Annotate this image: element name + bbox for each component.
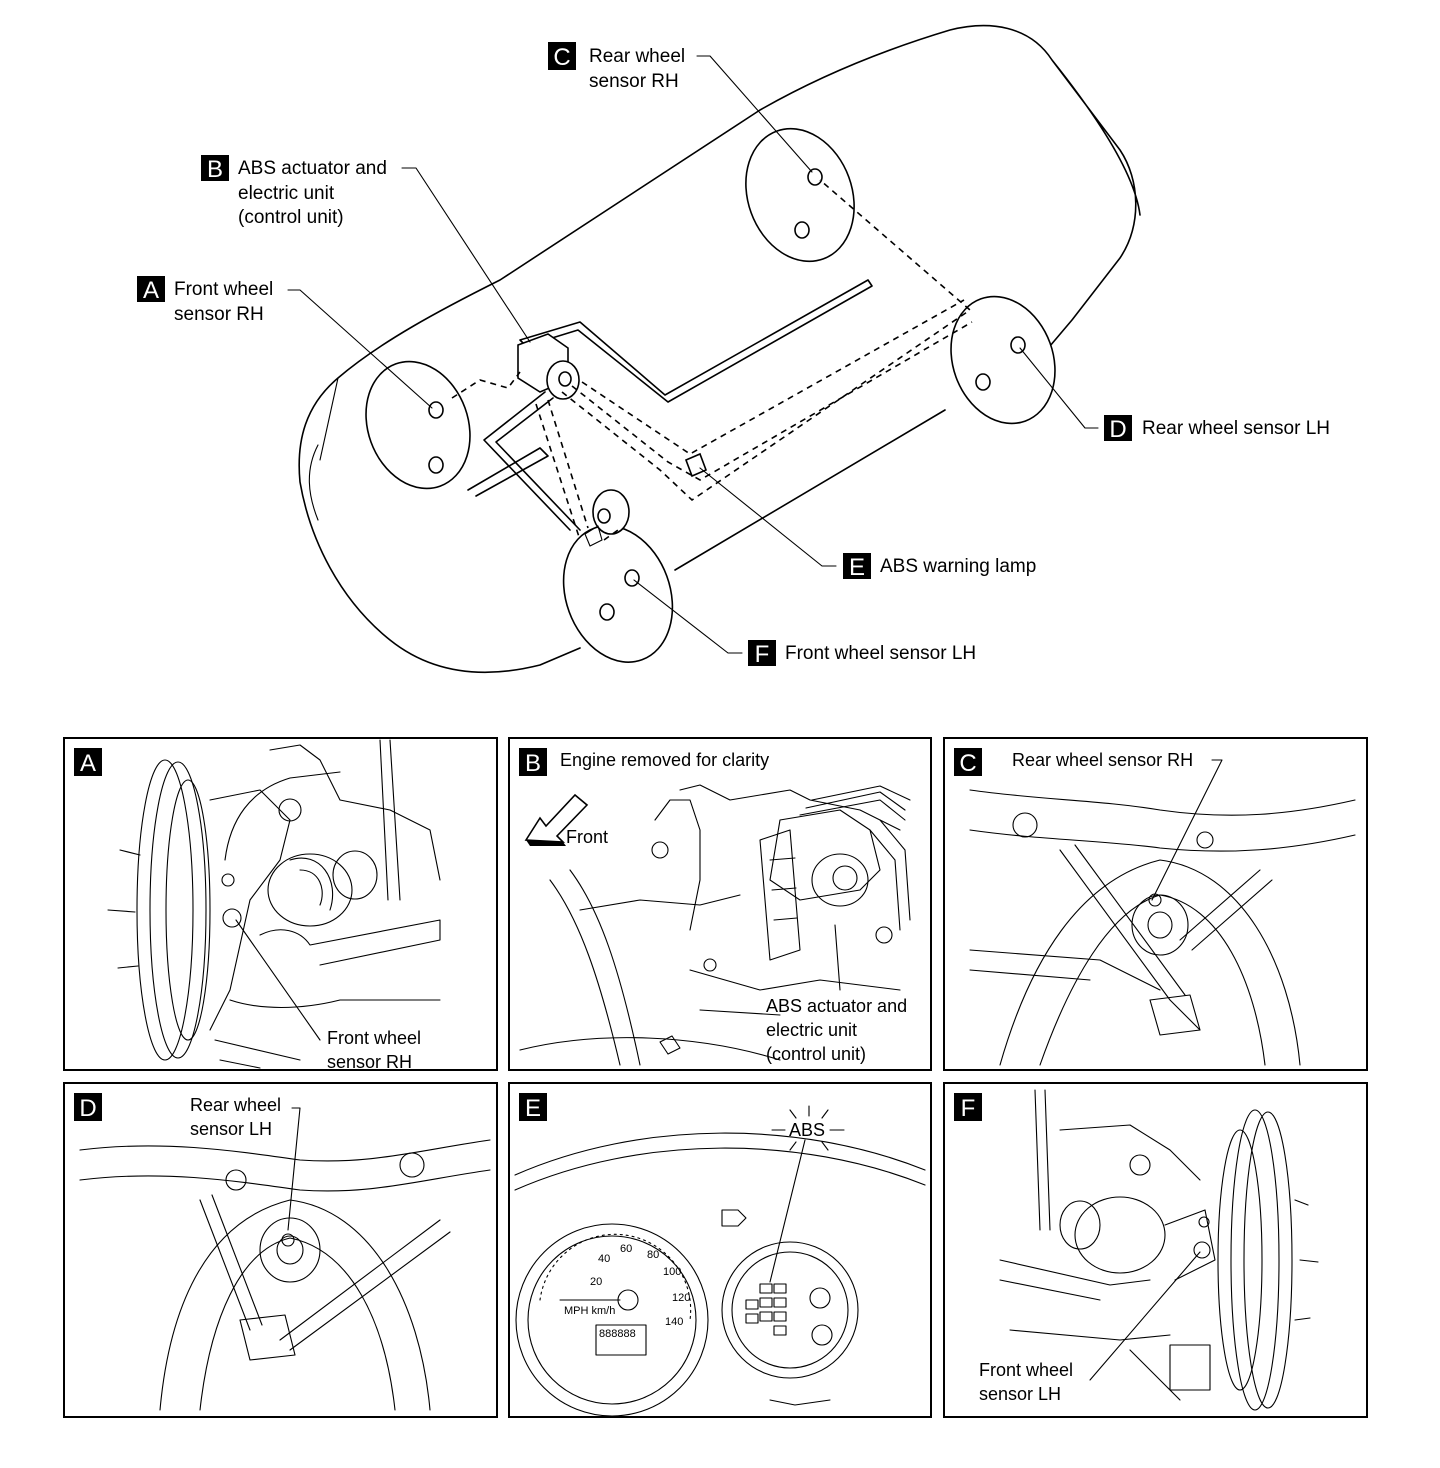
callout-C-rear-wheel-sensor-rh: C Rear wheel sensor RH — [548, 42, 813, 173]
svg-text:ABS warning lamp: ABS warning lamp — [880, 556, 1036, 577]
svg-text:Front wheel: Front wheel — [174, 279, 273, 300]
svg-text:C: C — [959, 750, 976, 777]
svg-text:ABS actuator and: ABS actuator and — [766, 996, 907, 1016]
svg-text:Front wheel: Front wheel — [979, 1360, 1073, 1380]
vehicle-underbody-overview — [298, 24, 1141, 674]
rear-wheel-rh — [745, 127, 855, 263]
svg-text:electric unit: electric unit — [766, 1020, 857, 1040]
svg-text:ABS: ABS — [789, 1120, 825, 1140]
panel-F-front-wheel-sensor-lh: F Front wheel sensor LH — [943, 1082, 1368, 1418]
rear-wheel-lh — [950, 295, 1056, 425]
svg-text:sensor RH: sensor RH — [589, 71, 679, 92]
panel-A-front-wheel-sensor-rh: A Front wheel sensor RH — [63, 737, 498, 1072]
svg-text:sensor RH: sensor RH — [327, 1052, 412, 1072]
svg-text:(control unit): (control unit) — [238, 207, 344, 228]
svg-text:Front wheel sensor LH: Front wheel sensor LH — [785, 643, 976, 664]
svg-text:MPH km/h: MPH km/h — [564, 1305, 615, 1317]
svg-text:D: D — [79, 1095, 96, 1122]
panel-E-abs-warning-lamp: E 20 40 60 80 100 120 140 MPH km/h 88888… — [508, 1082, 932, 1418]
svg-text:A: A — [143, 277, 159, 304]
svg-text:Engine removed for clarity: Engine removed for clarity — [560, 750, 769, 770]
svg-text:120: 120 — [672, 1292, 690, 1304]
svg-text:60: 60 — [620, 1243, 632, 1255]
callout-F-front-wheel-sensor-lh: F Front wheel sensor LH — [633, 579, 976, 668]
brake-booster-overview — [584, 489, 630, 547]
abs-warning-lamp-overview — [684, 452, 708, 478]
svg-text:Rear wheel: Rear wheel — [589, 46, 685, 67]
panel-B-abs-actuator: B Engine removed for clarity Front ABS a… — [508, 737, 932, 1071]
svg-text:Front wheel: Front wheel — [327, 1028, 421, 1048]
vehicle-body-outline — [298, 24, 1141, 674]
callout-A-front-wheel-sensor-rh: A Front wheel sensor RH — [137, 276, 433, 409]
svg-text:C: C — [553, 44, 570, 71]
speedometer: 20 40 60 80 100 120 140 MPH km/h 888888 — [515, 1223, 709, 1417]
svg-text:80: 80 — [647, 1249, 659, 1261]
front-wheel-rh — [365, 360, 471, 490]
svg-text:Front: Front — [566, 827, 608, 847]
svg-text:D: D — [1109, 416, 1126, 443]
sensor-harness-front-rh — [451, 371, 521, 399]
svg-text:E: E — [525, 1095, 541, 1122]
svg-text:sensor RH: sensor RH — [174, 304, 264, 325]
svg-text:140: 140 — [665, 1316, 683, 1328]
svg-text:sensor LH: sensor LH — [190, 1119, 272, 1139]
callout-E-abs-warning-lamp: E ABS warning lamp — [699, 467, 1036, 581]
svg-text:F: F — [961, 1095, 976, 1122]
warning-lamp-cluster — [721, 1241, 859, 1379]
svg-text:40: 40 — [598, 1253, 610, 1265]
svg-text:A: A — [80, 750, 96, 777]
svg-text:888888: 888888 — [599, 1328, 636, 1340]
panel-D-rear-wheel-sensor-lh: D Rear wheel sensor LH — [63, 1082, 498, 1418]
svg-text:B: B — [525, 750, 541, 777]
front-wheel-lh — [562, 525, 674, 663]
callout-B-abs-actuator: B ABS actuator and electric unit (contro… — [201, 155, 531, 343]
svg-text:B: B — [207, 156, 223, 183]
front-direction-arrow: Front — [524, 793, 608, 847]
svg-text:Rear wheel: Rear wheel — [190, 1095, 281, 1115]
svg-text:100: 100 — [663, 1266, 681, 1278]
svg-text:ABS actuator and: ABS actuator and — [238, 158, 387, 179]
svg-text:E: E — [849, 554, 865, 581]
svg-text:sensor LH: sensor LH — [979, 1384, 1061, 1404]
svg-text:electric unit: electric unit — [238, 183, 335, 204]
callout-D-rear-wheel-sensor-lh: D Rear wheel sensor LH — [1019, 347, 1330, 443]
svg-text:F: F — [755, 641, 770, 668]
abs-actuator-unit-overview — [517, 333, 580, 400]
sensor-harness-rear — [561, 179, 972, 502]
panel-C-rear-wheel-sensor-rh: C Rear wheel sensor RH — [943, 737, 1368, 1071]
svg-text:(control unit): (control unit) — [766, 1044, 866, 1064]
main-harness — [467, 391, 581, 531]
svg-text:Rear wheel sensor LH: Rear wheel sensor LH — [1142, 418, 1330, 439]
svg-text:20: 20 — [590, 1276, 602, 1288]
svg-text:Rear wheel sensor RH: Rear wheel sensor RH — [1012, 750, 1193, 770]
abs-lamp-illuminated: ABS — [769, 1105, 845, 1283]
